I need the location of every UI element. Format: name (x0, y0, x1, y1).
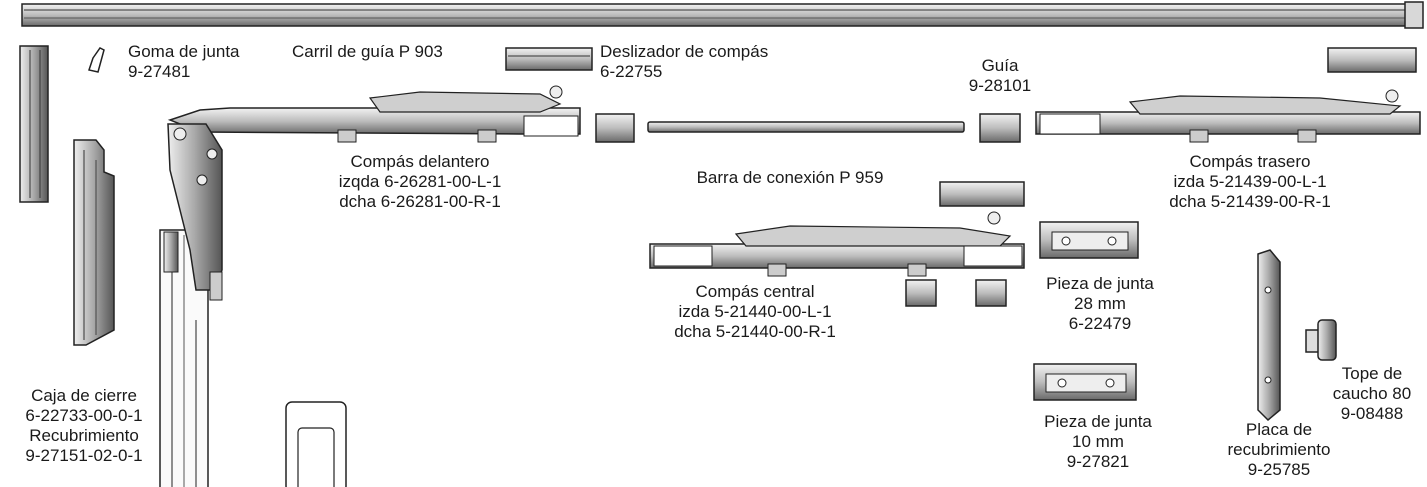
label-goma-de-junta: Goma de junta 9-27481 (128, 42, 240, 81)
junction-piece-28mm (1039, 221, 1139, 259)
left-seal-profile (19, 45, 49, 203)
label-compas-trasero: Compás trasero izda 5-21439-00-L-1 dcha … (1169, 152, 1331, 211)
label-compas-delantero: Compás delantero izqda 6-26281-00-L-1 dc… (338, 152, 502, 211)
connector-blocks (595, 113, 1021, 143)
label-placa-recubrimiento: Placa de recubrimiento 9-25785 (1227, 420, 1331, 479)
seal-rubber-icon (88, 47, 105, 73)
label-carril-de-guia: Carril de guía P 903 (292, 42, 443, 61)
connection-bar (647, 121, 965, 133)
cover-plate (285, 401, 347, 487)
label-barra-conexion: Barra de conexión P 959 (696, 168, 884, 187)
label-deslizador: Deslizador de compás 6-22755 (600, 42, 769, 81)
label-pieza-junta-28: Pieza de junta 28 mm 6-22479 (1046, 274, 1154, 333)
stay-slider (505, 47, 593, 71)
label-tope-de-caucho: Tope de caucho 80 9-08488 (1332, 364, 1412, 423)
junction-piece-10mm (1033, 363, 1137, 401)
label-compas-central: Compás central izda 5-21440-00-L-1 dcha … (674, 282, 836, 341)
label-caja-de-cierre: Caja de cierre 6-22733-00-0-1 Recubrimie… (25, 386, 143, 465)
lock-box-bar (73, 139, 115, 346)
rubber-stop (1305, 319, 1337, 361)
front-stay-arm (167, 85, 581, 301)
label-pieza-junta-10: Pieza de junta 10 mm 9-27821 (1044, 412, 1152, 471)
small-junction-blocks (905, 279, 1007, 307)
rear-stay-arm (1035, 47, 1421, 143)
center-stay-arm (649, 181, 1025, 277)
label-guia: Guía 9-28101 (968, 56, 1032, 95)
guide-rail (21, 1, 1424, 29)
cover-plate-vertical (1257, 249, 1281, 422)
